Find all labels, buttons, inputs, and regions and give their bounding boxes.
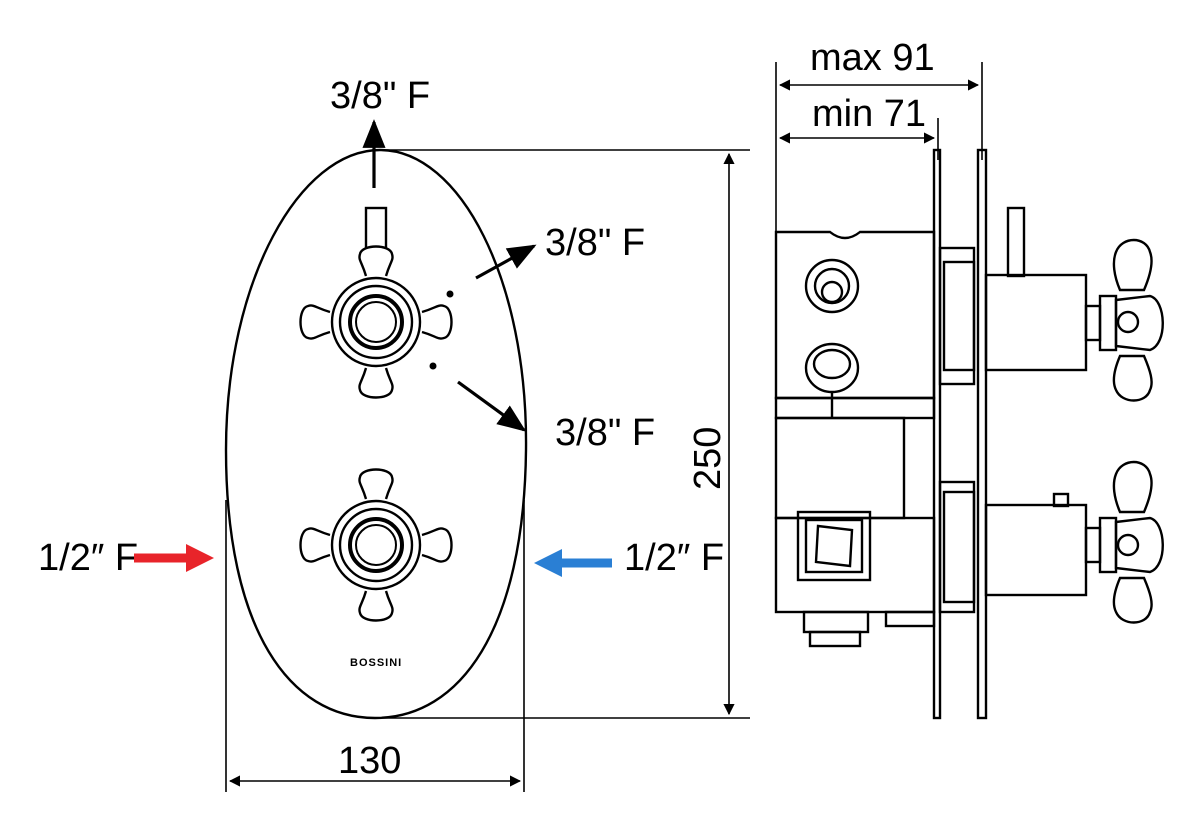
wall-plate	[932, 148, 942, 720]
height-dimension-label: 250	[687, 427, 729, 490]
right-outlet-upper-label: 3/8" F	[545, 222, 645, 264]
cold-inlet-arrow	[534, 549, 612, 577]
min-depth-label: min 71	[812, 93, 926, 135]
width-dimension-label: 130	[338, 740, 401, 782]
lower-handle-side	[984, 460, 1164, 624]
cover-plate-edge	[976, 148, 988, 720]
max-depth-label: max 91	[810, 37, 935, 79]
right-outlet-lower-label: 3/8" F	[555, 412, 655, 454]
upper-cross-handle	[298, 206, 454, 400]
upper-handle-side	[984, 206, 1164, 402]
cold-inlet-label: 1/2″ F	[624, 537, 724, 579]
hot-inlet-label: 1/2″ F	[38, 537, 138, 579]
top-outlet-label: 3/8" F	[330, 75, 430, 117]
width-dimension	[225, 500, 525, 792]
lower-cross-handle	[298, 467, 454, 623]
indicator-dot	[429, 362, 437, 370]
valve-body-lower	[774, 396, 976, 648]
indicator-dot	[446, 290, 454, 298]
side-view: max 91 min 71	[774, 37, 1164, 720]
brand-logo: BOSSINI	[350, 657, 402, 669]
right-outlet-upper-arrow	[475, 244, 537, 280]
front-view: 3/8" F 3/8" F 3/8" F BOSSINI 1/2″ F	[38, 75, 750, 792]
hot-inlet-arrow	[134, 544, 214, 572]
right-outlet-lower-arrow	[457, 380, 527, 432]
height-dimension	[375, 149, 750, 719]
valve-body-upper	[774, 230, 976, 418]
min-depth-dimension	[778, 118, 939, 160]
max-depth-dimension	[775, 62, 983, 232]
